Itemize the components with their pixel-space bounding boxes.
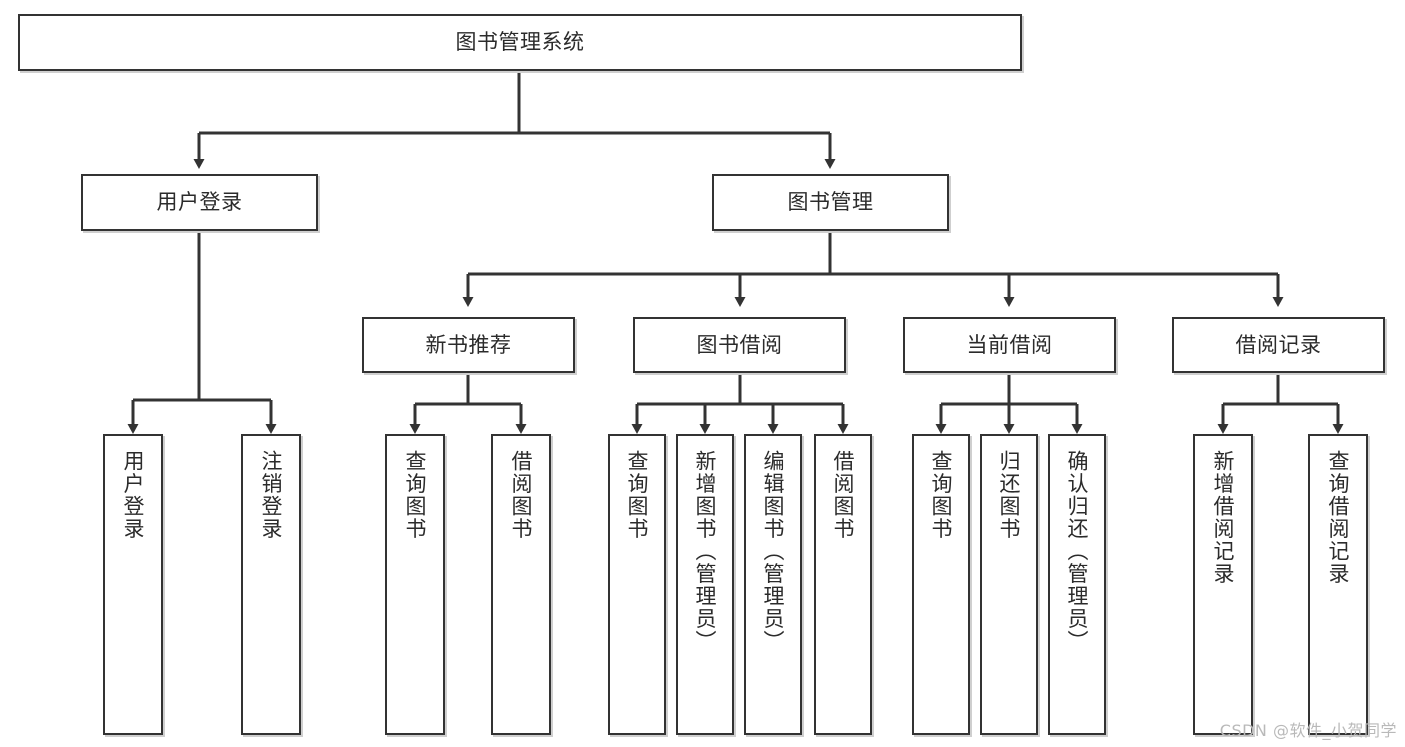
node-label: 查询图书: [625, 450, 650, 540]
node-current-borrow[interactable]: 当前借阅: [903, 317, 1116, 373]
watermark: CSDN @软件_小贺同学: [1219, 721, 1397, 740]
node-label: 确认归还（管理员）: [1065, 450, 1090, 653]
leaf-query-book-current[interactable]: 查询图书: [912, 434, 970, 735]
leaf-user-login[interactable]: 用户登录: [103, 434, 163, 735]
node-label: 查询图书: [403, 450, 428, 540]
node-label: 图书管理: [787, 190, 874, 215]
node-label: 查询图书: [929, 450, 954, 540]
node-label: 当前借阅: [966, 332, 1053, 357]
leaf-user-logout[interactable]: 注销登录: [241, 434, 301, 735]
node-book-borrow[interactable]: 图书借阅: [633, 317, 846, 373]
node-label: 图书管理系统: [455, 30, 585, 55]
node-label: 用户登录: [156, 190, 243, 215]
leaf-return-book[interactable]: 归还图书: [980, 434, 1038, 735]
node-book-management[interactable]: 图书管理: [712, 174, 949, 231]
node-new-book-recommend[interactable]: 新书推荐: [362, 317, 575, 373]
node-label: 新书推荐: [425, 332, 512, 357]
leaf-edit-book-admin[interactable]: 编辑图书（管理员）: [744, 434, 802, 735]
leaf-borrow-book-recommend[interactable]: 借阅图书: [491, 434, 551, 735]
node-label: 注销登录: [259, 450, 284, 540]
node-label: 借阅图书: [509, 450, 534, 540]
leaf-query-borrow-record[interactable]: 查询借阅记录: [1308, 434, 1368, 735]
node-user-login[interactable]: 用户登录: [81, 174, 318, 231]
leaf-borrow-book[interactable]: 借阅图书: [814, 434, 872, 735]
leaf-confirm-return-admin[interactable]: 确认归还（管理员）: [1048, 434, 1106, 735]
node-label: 借阅记录: [1235, 332, 1322, 357]
node-root-system[interactable]: 图书管理系统: [18, 14, 1022, 71]
leaf-add-borrow-record[interactable]: 新增借阅记录: [1193, 434, 1253, 735]
leaf-query-book-recommend[interactable]: 查询图书: [385, 434, 445, 735]
node-label: 用户登录: [121, 450, 146, 540]
leaf-query-book-borrow[interactable]: 查询图书: [608, 434, 666, 735]
node-label: 借阅图书: [831, 450, 856, 540]
node-borrow-records[interactable]: 借阅记录: [1172, 317, 1385, 373]
node-label: 编辑图书（管理员）: [761, 450, 786, 653]
node-label: 图书借阅: [696, 332, 783, 357]
node-label: 新增图书（管理员）: [693, 450, 718, 653]
node-label: 新增借阅记录: [1211, 450, 1236, 585]
node-label: 归还图书: [997, 450, 1022, 540]
leaf-add-book-admin[interactable]: 新增图书（管理员）: [676, 434, 734, 735]
node-label: 查询借阅记录: [1326, 450, 1351, 585]
